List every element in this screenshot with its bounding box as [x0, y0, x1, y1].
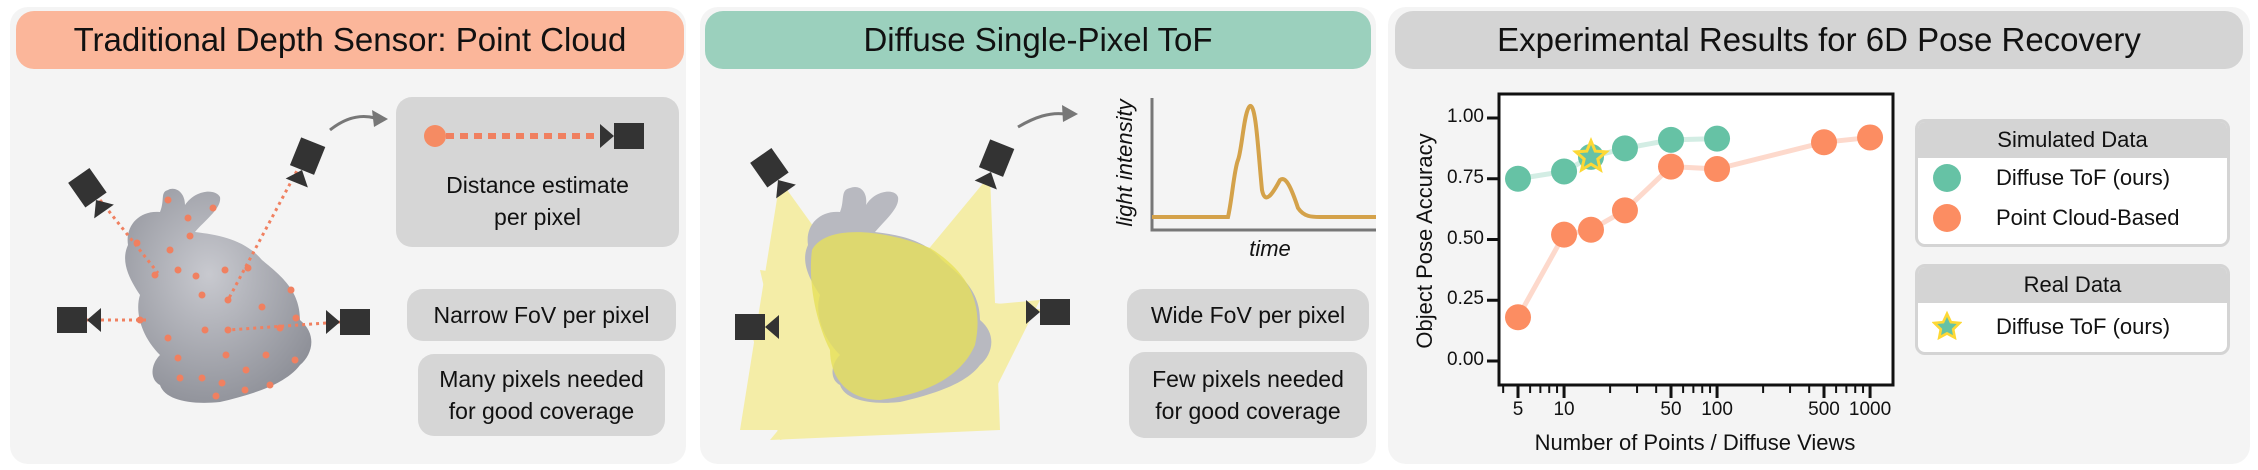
legend-label: Diffuse ToF (ours) [1996, 314, 2171, 339]
y-tick-label: 1.00 [1447, 106, 1484, 127]
legend-entry: Diffuse ToF (ours) [1918, 303, 2227, 351]
legend-label: Point Cloud-Based [1996, 205, 2180, 230]
legend-real: Real Data Diffuse ToF (ours) [1915, 264, 2230, 355]
y-tick-label: 0.00 [1447, 349, 1484, 370]
x-tick-label: 5 [1512, 399, 1524, 420]
legend-entry: Diffuse ToF (ours) [1918, 158, 2227, 198]
circle-marker-icon [1933, 204, 1961, 232]
y-tick-label: 0.50 [1447, 227, 1484, 249]
x-tick-label: 1000 [1848, 399, 1892, 420]
circle-marker-icon [1933, 164, 1961, 192]
legend-simulated: Simulated Data Diffuse ToF (ours) Point … [1915, 119, 2230, 247]
legend-label: Diffuse ToF (ours) [1996, 165, 2171, 190]
star-marker-icon [1932, 310, 1962, 341]
distance-estimate-text: Distance estimate per pixel [446, 172, 629, 230]
x-tick-label: 10 [1553, 399, 1575, 420]
panel-title-diffuse-tof: Diffuse Single-Pixel ToF [705, 11, 1371, 69]
legend-entry: Point Cloud-Based [1918, 198, 2227, 238]
legend-title: Real Data [1918, 267, 2227, 303]
distance-estimate-box: Distance estimate per pixel [396, 97, 679, 247]
y-tick-label: 0.75 [1447, 166, 1484, 188]
narrow-fov-box: Narrow FoV per pixel [407, 289, 676, 341]
x-tick-label: 50 [1660, 399, 1682, 420]
panel-title-point-cloud: Traditional Depth Sensor: Point Cloud [16, 11, 684, 69]
few-pixels-box: Few pixels needed for good coverage [1129, 352, 1367, 438]
panel-title-results: Experimental Results for 6D Pose Recover… [1395, 11, 2243, 69]
histogram-ylabel: light intensity [1112, 99, 1137, 227]
legend-title: Simulated Data [1918, 122, 2227, 158]
histogram-xlabel: time [1249, 236, 1291, 261]
chart-xlabel: Number of Points / Diffuse Views [1534, 430, 1856, 455]
chart-ylabel: Object Pose Accuracy [1412, 133, 1437, 349]
x-tick-label: 500 [1808, 399, 1840, 420]
y-tick-label: 0.25 [1447, 288, 1484, 310]
wide-fov-box: Wide FoV per pixel [1127, 289, 1369, 341]
x-tick-label: 100 [1701, 399, 1733, 420]
many-pixels-box: Many pixels needed for good coverage [418, 354, 665, 436]
